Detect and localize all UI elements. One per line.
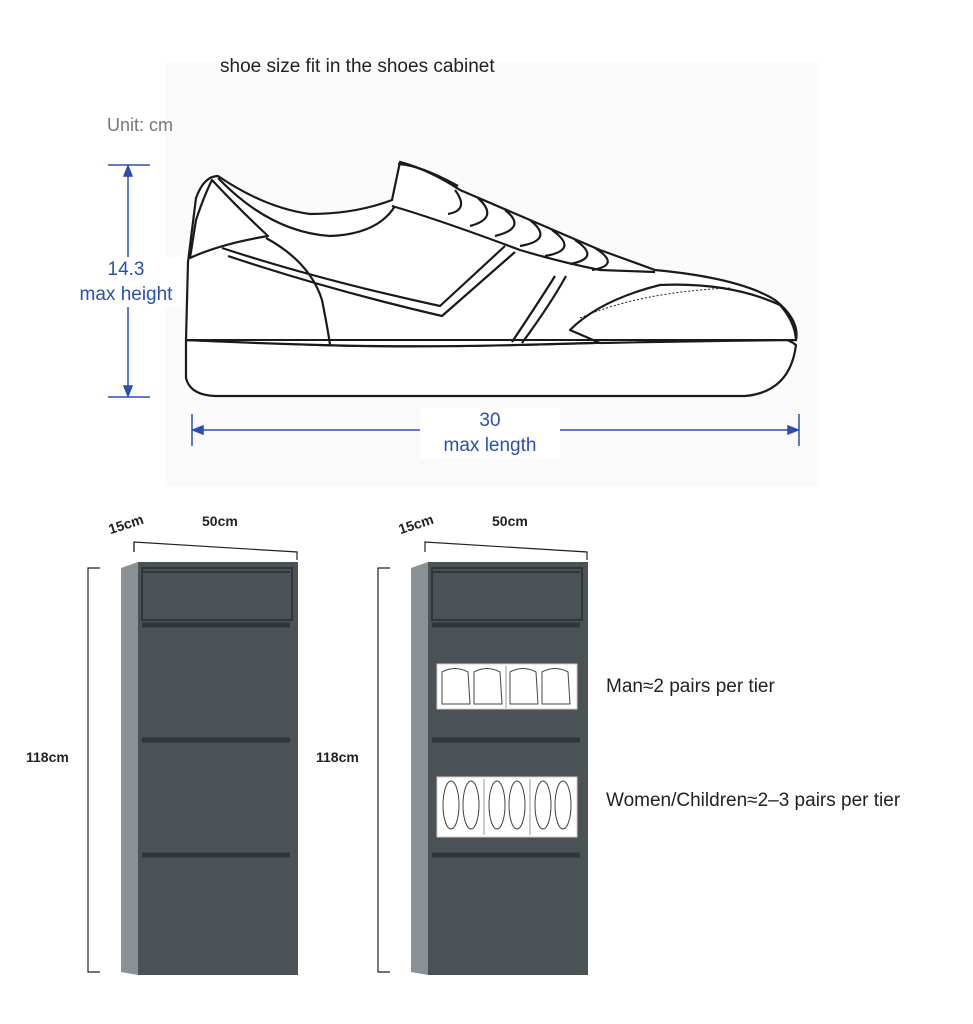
length-dimension-label: 30 max length <box>420 408 560 458</box>
cabinet-left-height: 118cm <box>26 749 69 765</box>
cabinet-right <box>377 541 588 975</box>
man-shoes-panel <box>436 663 578 710</box>
sneaker-outline <box>184 160 798 398</box>
cabinet-illustrations <box>87 541 588 975</box>
page-title: shoe size fit in the shoes cabinet <box>220 56 495 77</box>
man-capacity-caption: Man≈2 pairs per tier <box>606 676 775 697</box>
women-children-shoes-panel <box>436 776 578 838</box>
cabinet-left <box>87 541 298 975</box>
cabinet-left-width: 50cm <box>202 513 238 529</box>
cabinet-right-height: 118cm <box>316 749 359 765</box>
cabinet-right-width: 50cm <box>492 513 528 529</box>
height-value: 14.3 <box>107 259 145 280</box>
women-children-capacity-caption: Women/Children≈2–3 pairs per tier <box>606 790 901 811</box>
unit-label: Unit: cm <box>107 115 174 135</box>
height-dimension-label: 14.3 max height <box>70 257 182 307</box>
cabinet-right-dimension-lines <box>377 541 588 973</box>
length-value: 30 <box>479 410 501 431</box>
length-caption: max length <box>443 435 537 456</box>
height-caption: max height <box>79 284 173 305</box>
cabinet-left-dimension-lines <box>87 541 298 973</box>
shoe-illustration <box>108 160 801 446</box>
